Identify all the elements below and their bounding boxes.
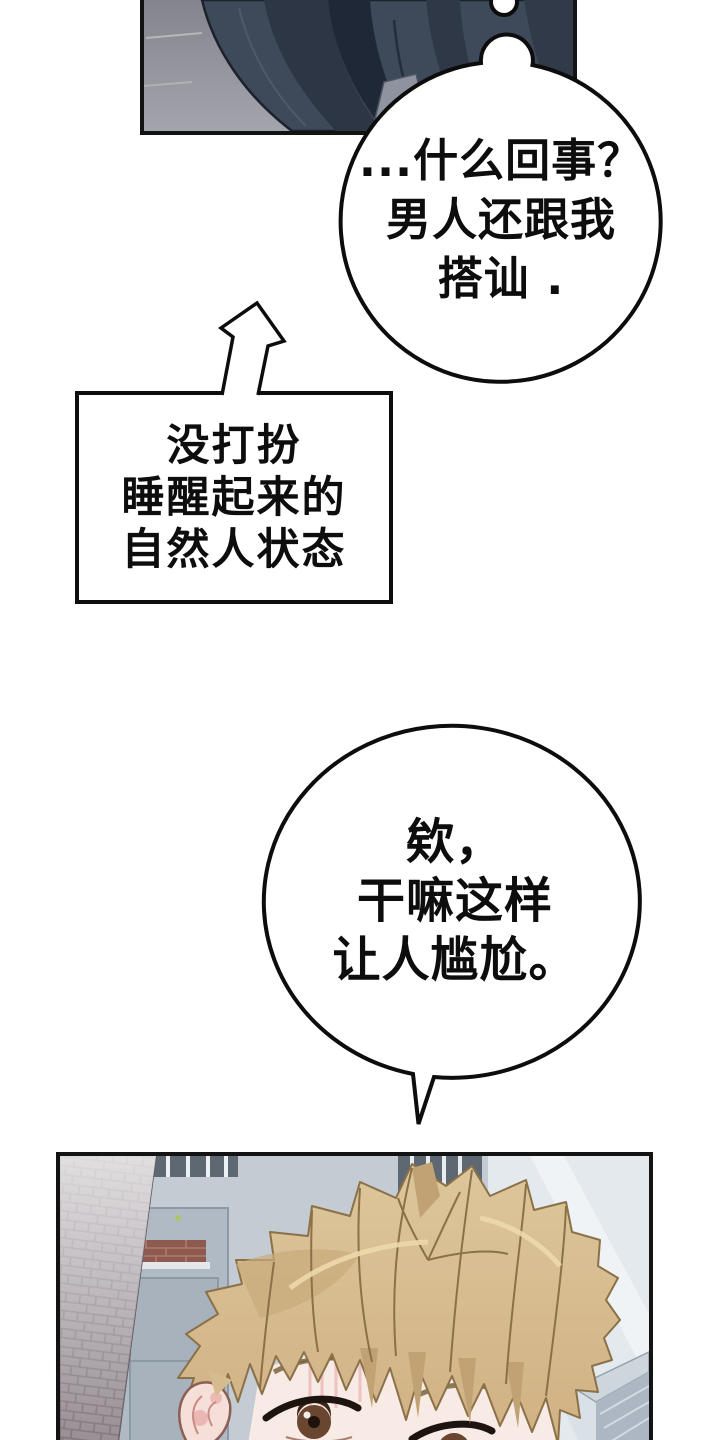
eye-right xyxy=(408,1420,496,1440)
ear-inner-pink xyxy=(210,1392,222,1404)
eye-left xyxy=(262,1395,362,1440)
ear-shape xyxy=(178,1381,232,1440)
arrow-up-icon xyxy=(218,300,287,396)
caption-line: 自然人状态 xyxy=(121,524,347,575)
hair-fringe-shadow xyxy=(360,1348,524,1428)
hair-highlight xyxy=(288,1215,562,1291)
speech-line: 让人尴尬。 xyxy=(332,932,578,988)
lash-left xyxy=(262,1395,362,1422)
floor-streak xyxy=(144,81,193,87)
floor-streak xyxy=(145,32,203,39)
jacket-crease xyxy=(238,7,307,127)
thought-line: 搭讪 . xyxy=(437,252,565,305)
speech-line: 欸， xyxy=(405,814,504,870)
hair-strand-lines xyxy=(259,1167,567,1397)
brick-tower-haze xyxy=(60,1156,156,1440)
bottom-panel-art xyxy=(60,1156,649,1440)
thought-line: ...什么回事？ xyxy=(358,134,644,187)
thought-bubble-text: ...什么回事？ 男人还跟我 搭讪 . xyxy=(340,131,662,308)
iris-right xyxy=(440,1433,468,1440)
thought-line: 男人还跟我 xyxy=(385,193,616,246)
lash-right xyxy=(408,1420,496,1440)
corner-brick-lines xyxy=(599,1385,649,1440)
corner-bricks xyxy=(596,1372,649,1440)
caption-line: 睡醒起来的 xyxy=(121,472,347,523)
caption-box: 没打扮 睡醒起来的 自然人状态 xyxy=(75,391,393,604)
green-light xyxy=(175,1215,181,1221)
ear-inner-pink xyxy=(192,1410,208,1426)
pupil-left xyxy=(308,1416,320,1428)
speech-line: 干嘛这样 xyxy=(356,873,553,929)
window-band xyxy=(132,1156,238,1177)
lower-lid-left xyxy=(285,1436,353,1440)
speech-bubble-text: 欸， 干嘛这样 让人尴尬。 xyxy=(263,813,647,990)
brick-sill xyxy=(122,1262,210,1269)
ear-fold-lines xyxy=(192,1395,217,1435)
red-brick-lines xyxy=(126,1240,206,1264)
character-head xyxy=(177,1162,621,1440)
panel-top xyxy=(140,0,577,135)
top-panel-art xyxy=(144,0,573,131)
hair-over-ear xyxy=(208,1370,232,1396)
eye-highlight xyxy=(303,1411,311,1419)
hair-crown-shadow xyxy=(412,1162,440,1218)
caption-line: 没打扮 xyxy=(166,420,302,471)
panel-bottom xyxy=(56,1152,653,1440)
forehead-shading xyxy=(308,1356,380,1414)
